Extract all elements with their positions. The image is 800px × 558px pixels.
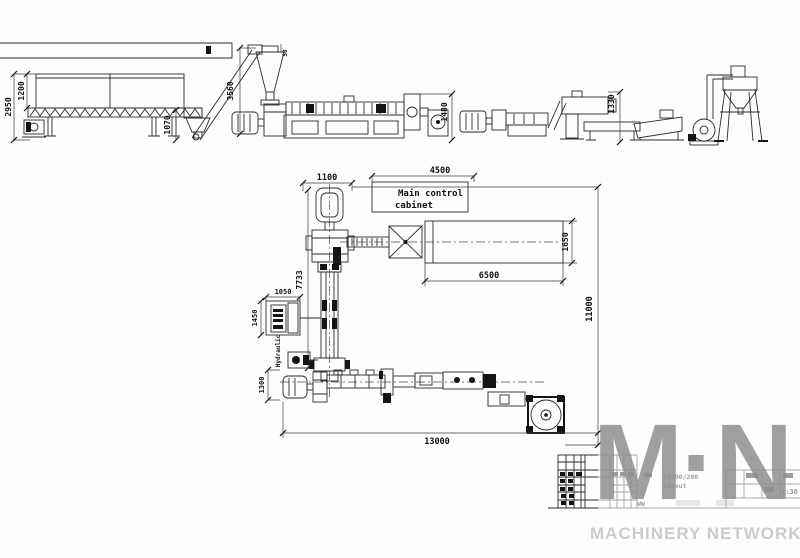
extruder-stage1 (231, 95, 405, 139)
vibrating-screen (633, 109, 684, 141)
dim-50: 50 (282, 49, 289, 57)
dim-tank-length: 6500 (421, 263, 567, 286)
cabinet-label-line1: Main control (398, 188, 463, 199)
dim-11000: 11000 (585, 296, 595, 322)
cooling-water-tank (340, 220, 564, 264)
dim-1300: 1300 (258, 377, 266, 394)
dim-1330: 1330 (607, 94, 616, 113)
dim-conveyor-height: 3560 (226, 44, 256, 138)
dim-tank-width: 1650 (561, 217, 577, 267)
watermark-name: MACHINERY NETWORK (590, 524, 800, 543)
hydraulic-label: Hydraulic (275, 334, 282, 367)
frame-strip (0, 42, 233, 59)
dim-7733: 7733 (295, 270, 304, 289)
feed-hopper (255, 45, 285, 106)
watermark-plate (598, 438, 800, 556)
cabinet-label-line2: cabinet (395, 200, 433, 211)
dim-4500: 4500 (430, 166, 450, 176)
main-control-cabinet: Main control cabinet (371, 181, 469, 213)
dim-2950: 2950 (4, 97, 13, 116)
dim-1050: 1050 (275, 288, 292, 296)
storage-silo (714, 65, 768, 142)
dim-1650: 1650 (561, 232, 570, 251)
dim-tank-height: 1200 (17, 70, 31, 112)
dim-overall-height: 2950 (4, 70, 36, 144)
spiral-cooler (526, 395, 565, 434)
dim-hydraulic-length: 1050 (262, 288, 304, 301)
dim-motor-width: 1100 (299, 173, 356, 191)
dim-hopper-neck: 50 (280, 44, 289, 57)
dim-line-width: 11000 (352, 183, 602, 449)
dim-line-length: 13000 (279, 402, 602, 447)
dim-pelletizer-height: 1330 (607, 88, 624, 146)
watermark-logo: M·N (593, 401, 793, 522)
dim-1100: 1100 (317, 173, 337, 183)
dim-1480: 1480 (440, 102, 449, 121)
dim-hydraulic-width: 1450 (251, 297, 265, 339)
dim-1070: 1070 (163, 115, 172, 134)
conveying-pipe (706, 74, 733, 119)
dim-13000: 13000 (424, 437, 450, 447)
plan-extruder-stage1 (305, 184, 355, 400)
side-view: 2950 1200 1070 (4, 44, 768, 146)
dim-extruder-length: 7733 (295, 186, 312, 372)
dim-6500: 6500 (479, 271, 499, 281)
dim-cabinet-length: 4500 (368, 166, 478, 182)
hydraulic-station: Hydraulic (265, 300, 321, 367)
dim-stage2-width: 1300 (258, 366, 280, 404)
washing-tank (22, 73, 203, 138)
dim-extruder-height: 1480 (420, 90, 456, 144)
dim-3560: 3560 (226, 81, 235, 100)
blower (688, 118, 719, 146)
dim-discharge-height: 1070 (163, 106, 180, 144)
dim-1450: 1450 (251, 310, 259, 327)
extruder-stage2 (459, 90, 641, 141)
screen-changer-side (403, 93, 449, 137)
auxiliary-motor (287, 351, 318, 369)
plan-view: 1100 7733 (251, 166, 602, 449)
dim-1200: 1200 (17, 81, 26, 100)
plan-extruder-stage2 (280, 368, 545, 407)
